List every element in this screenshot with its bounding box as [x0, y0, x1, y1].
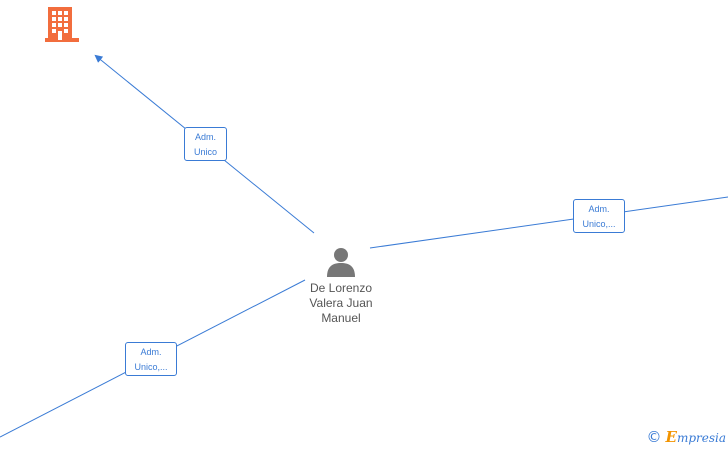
edge-label-company[interactable]: Adm. Unico: [184, 127, 227, 161]
edge-label-line1: Adm.: [194, 132, 216, 142]
edge-label-line2: Unico,...: [134, 362, 168, 372]
edge-label-bottom-left[interactable]: Adm. Unico,...: [125, 342, 177, 376]
edge-label-line1: Adm.: [588, 204, 610, 214]
person-node[interactable]: De Lorenzo Valera Juan Manuel: [296, 246, 386, 326]
person-name-line3: Manuel: [321, 311, 361, 325]
empresia-logo[interactable]: Empresia: [666, 428, 727, 446]
building-icon: [45, 7, 79, 42]
person-name-line1: De Lorenzo: [309, 281, 373, 295]
person-name-line2: Valera Juan: [309, 296, 373, 310]
footer-brand: © Empresia: [647, 428, 727, 446]
edge-label-line1: Adm.: [140, 347, 162, 357]
copyright-icon: ©: [646, 428, 662, 446]
person-name: De Lorenzo Valera Juan Manuel: [296, 281, 386, 326]
company-node[interactable]: [45, 6, 79, 42]
edge-label-line2: Unico: [193, 147, 217, 157]
edge-line-right: [369, 196, 728, 249]
brand-logo-initial: E: [665, 428, 677, 446]
edge-label-line2: Unico,...: [582, 219, 616, 229]
edge-label-right[interactable]: Adm. Unico,...: [573, 199, 625, 233]
brand-logo-text: mpresia: [676, 431, 726, 445]
person-icon: [327, 248, 355, 277]
